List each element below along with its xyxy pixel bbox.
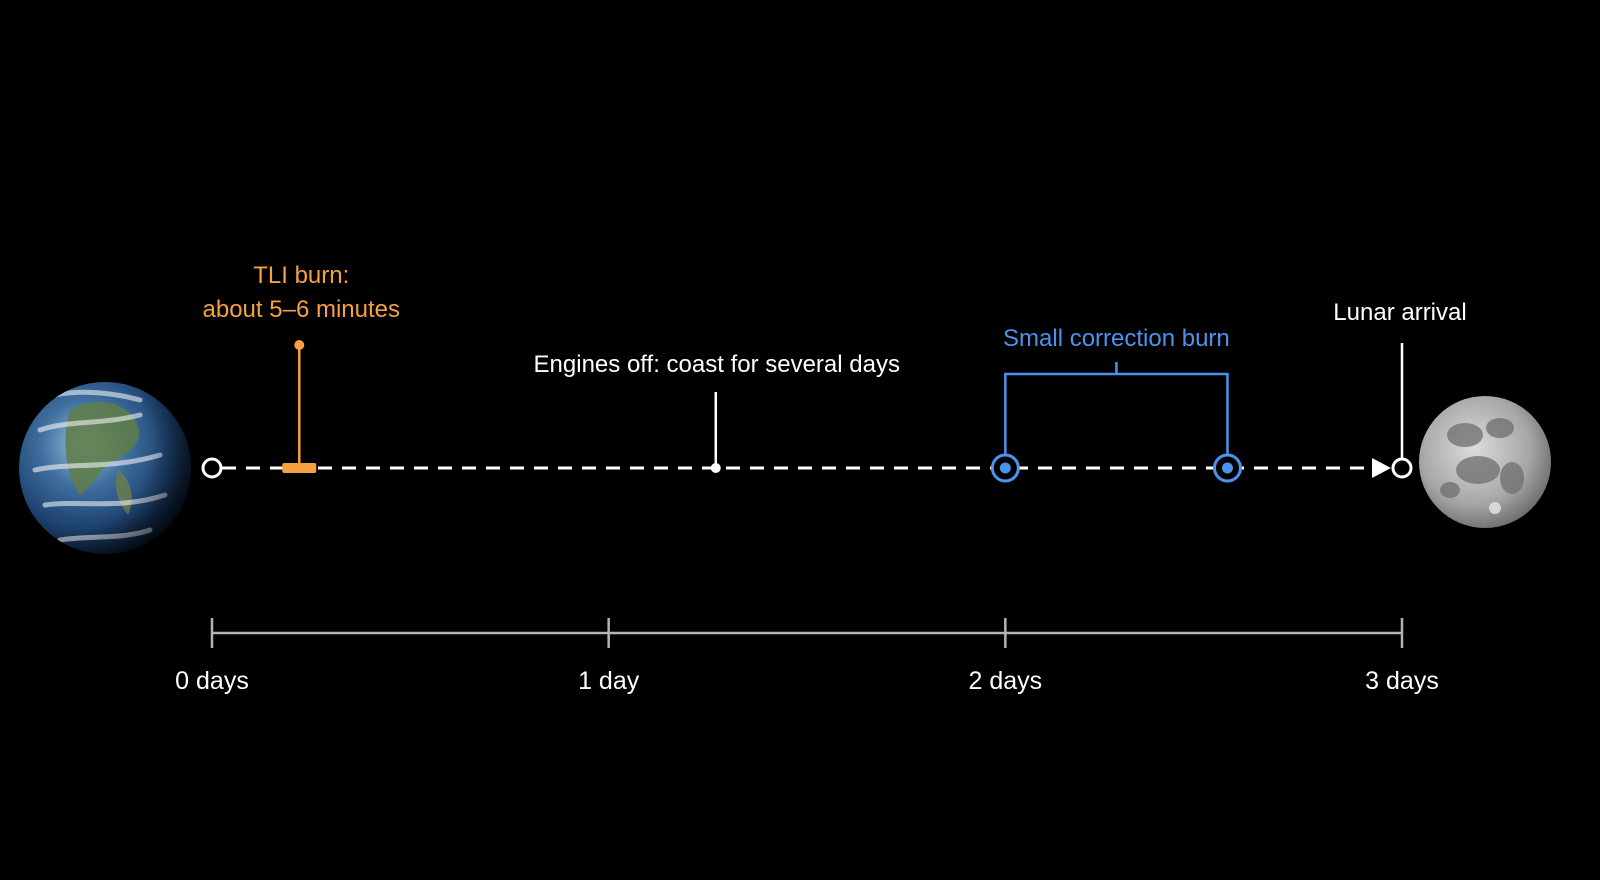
trajectory-line — [201, 457, 1413, 479]
time-axis: 0 days 1 day 2 days 3 days — [175, 618, 1439, 695]
time-axis-tick-label-1: 1 day — [578, 667, 640, 695]
start-point-marker — [201, 457, 223, 479]
coast-label: Engines off: coast for several days — [534, 351, 900, 378]
correction-label: Small correction burn — [1003, 325, 1230, 352]
tli-leader-dot — [294, 340, 305, 350]
coast-marker-dot — [710, 463, 721, 473]
tli-label-line-2: about 5–6 minutes — [203, 296, 400, 323]
time-axis-tick-label-2: 2 days — [968, 667, 1042, 695]
correction-burn-marker-dot-1 — [999, 462, 1011, 474]
correction-burn-marker-dot-2 — [1221, 462, 1233, 474]
time-axis-tick-label-0: 0 days — [175, 667, 249, 695]
time-axis-tick-label-3: 3 days — [1365, 667, 1439, 695]
trajectory-arrowhead — [1372, 458, 1391, 478]
earth-icon — [19, 382, 191, 554]
correction-bracket — [1004, 372, 1229, 455]
end-point-marker — [1391, 457, 1413, 479]
moon-icon — [1419, 396, 1551, 528]
arrival-label: Lunar arrival — [1333, 299, 1466, 326]
tli-label-line-1: TLI burn: — [253, 262, 349, 289]
